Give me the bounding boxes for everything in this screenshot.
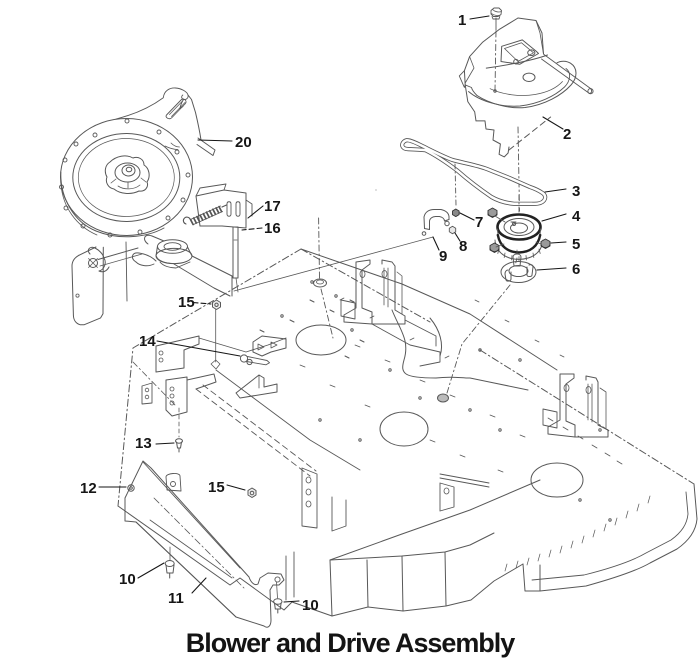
svg-text:10: 10: [119, 571, 136, 588]
svg-text:17: 17: [264, 198, 281, 215]
svg-text:7: 7: [475, 214, 483, 231]
svg-text:10: 10: [302, 597, 319, 614]
svg-text:3: 3: [572, 183, 580, 200]
svg-text:9: 9: [439, 248, 447, 265]
svg-text:16: 16: [264, 220, 281, 237]
svg-text:12: 12: [80, 480, 97, 497]
svg-text:15: 15: [208, 479, 225, 496]
svg-text:6: 6: [572, 261, 580, 278]
svg-text:5: 5: [572, 236, 580, 253]
svg-text:11: 11: [168, 590, 184, 607]
svg-text:4: 4: [572, 208, 581, 225]
svg-text:1: 1: [458, 12, 466, 29]
svg-text:14: 14: [139, 333, 156, 350]
svg-text:8: 8: [459, 238, 467, 255]
svg-text:20: 20: [235, 134, 252, 151]
svg-text:13: 13: [135, 435, 152, 452]
svg-text:15: 15: [178, 294, 195, 311]
svg-text:2: 2: [563, 126, 571, 143]
